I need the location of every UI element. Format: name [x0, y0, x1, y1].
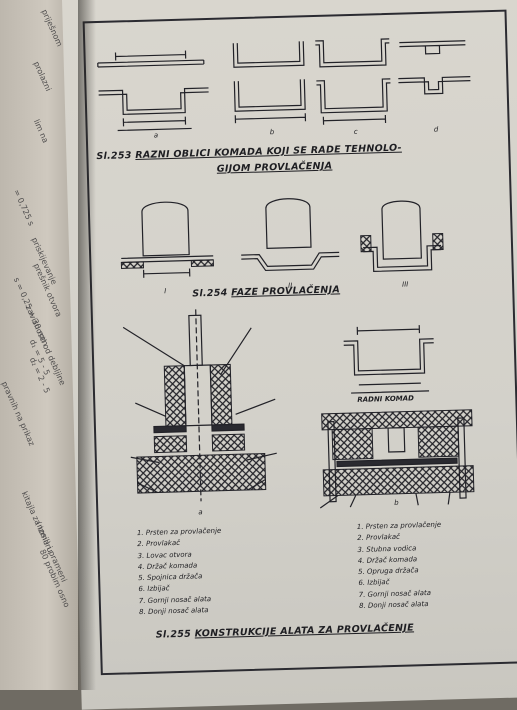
fig255a-upper-left: [163, 365, 187, 427]
fig255-caption: Sl.255 KONSTRUKCIJE ALATA ZA PROVLAČENJE: [156, 622, 415, 640]
fig253-sublabel-c: c: [353, 127, 358, 136]
left-text-fragment: prolazni: [31, 60, 53, 93]
fig253a-part-hat: [98, 87, 209, 115]
fig255-legend-b: 1. Prsten za provlačenje 2. Provlakač 3.…: [357, 520, 444, 613]
fig253a-part-flat: [97, 59, 205, 68]
fig255b-leader-lines: [319, 492, 451, 509]
fig253a-dim: [114, 50, 187, 61]
fig255a-leader-lines: [122, 326, 277, 494]
left-text-fragment: pravnih na prikaz: [0, 380, 37, 448]
fig255-sublabel-a: a: [198, 508, 203, 517]
fig254-caption-text: FAZE PROVLAČENJA: [231, 284, 341, 299]
fig253-caption-prefix: Sl.253: [96, 150, 132, 163]
left-text-fragment: lim na: [31, 118, 51, 145]
fig253c-dim: [322, 114, 387, 125]
fig255-drawings: [122, 309, 475, 509]
fig255a-ring-right: [211, 423, 245, 432]
fig255-caption-text: KONSTRUKCIJE ALATA ZA PROVLAČENJE: [194, 622, 415, 640]
fig254-II-blank: [241, 251, 340, 272]
right-page: a b c d Sl.253 RAZNI OBLICI KOMADA KOJI …: [62, 0, 517, 710]
fig255-legend-a: 1. Prsten za provlačenje 2. Provlakač 3.…: [137, 526, 224, 619]
fig254-I-punch: [141, 201, 190, 257]
fig255b-guide-right: [457, 417, 467, 499]
fig255-part-profile: [343, 338, 434, 376]
figure-frame: a b c d Sl.253 RAZNI OBLICI KOMADA KOJI …: [82, 9, 517, 676]
fig253-drawings: [97, 38, 471, 132]
fig255-caption-prefix: Sl.255: [155, 628, 192, 641]
fig253-sublabel-a: a: [153, 131, 159, 140]
fig253c-part-top: [315, 38, 390, 68]
fig254-III-die-right: [432, 232, 444, 251]
fig254-drawings: [120, 198, 444, 278]
legend-b-item: 8. Donji nosač alata: [358, 600, 429, 611]
fig255-sublabel-b: b: [394, 498, 399, 507]
fig253-caption-line2: GIJOM PROVLAČENJA: [216, 160, 333, 175]
fig253d-part-bottom: [398, 76, 471, 95]
left-text-fragment: priješnom: [39, 8, 65, 48]
fig254-sublabel-I: I: [164, 287, 167, 296]
fig255a-ring-left: [153, 425, 187, 434]
fig255-part-label: RADNI KOMAD: [357, 394, 415, 404]
fig253d-part-top: [399, 40, 466, 55]
fig253-sublabel-d: d: [433, 125, 439, 134]
fig255b-guide-left: [327, 420, 337, 503]
book-gutter-shadow: [78, 0, 96, 690]
fig255a-centerline: [195, 309, 202, 502]
left-text-fragment: = 0,725 s: [11, 188, 36, 228]
fig255b-lower-plate: [322, 465, 475, 497]
fig255a-lower-base: [136, 453, 267, 494]
fig253b-part-bottom: [233, 79, 306, 112]
fig255b-center-punch: [387, 426, 406, 453]
fig253-sublabel-b: b: [269, 128, 275, 137]
fig254-III-punch: [381, 200, 422, 260]
fig254-sublabel-III: III: [401, 280, 409, 289]
fig255b-punch-right: [417, 425, 460, 458]
fig255a-holder-right: [211, 433, 246, 452]
fig254-II-punch: [265, 198, 312, 249]
fig253b-part-top: [232, 41, 305, 68]
fig253a-dim: [117, 116, 192, 132]
fig255b-ring: [336, 457, 458, 468]
fig254-caption-prefix: Sl.254: [192, 287, 228, 300]
fig254-I-die-left: [120, 261, 145, 269]
fig255b-punch-left: [331, 427, 374, 461]
fig253-caption-cont: GIJOM PROVLAČENJA: [217, 161, 333, 175]
fig253c-part-bottom: [316, 78, 391, 114]
fig254-I-die-right: [190, 259, 214, 268]
fig254-I-dim: [142, 268, 191, 278]
fig253b-dim: [234, 113, 307, 124]
legend-a-item: 8. Donji nosač alata: [139, 606, 209, 617]
fig255-part-dims: [351, 325, 430, 394]
fig254-III-die-left: [360, 234, 372, 253]
fig255a-holder-left: [153, 435, 188, 454]
